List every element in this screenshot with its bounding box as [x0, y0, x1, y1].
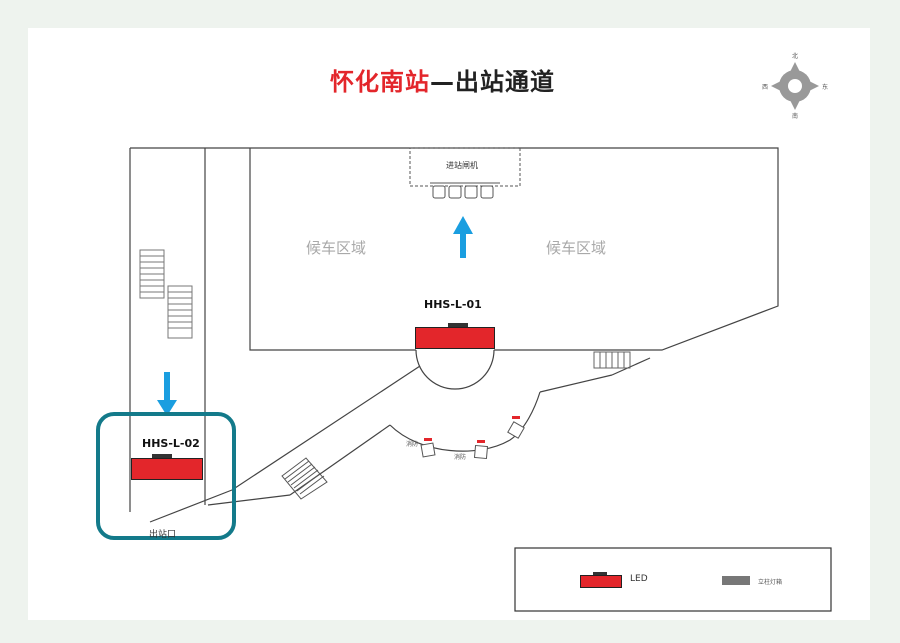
- led-02-screen: [131, 458, 203, 480]
- legend-other-label: 立柱灯箱: [758, 579, 783, 586]
- curved-corridor-top-2: [611, 357, 651, 376]
- passage-wall-mouth: [149, 489, 233, 523]
- blue-arrow-down: [157, 372, 177, 416]
- entry-gate-label: 进站闸机: [446, 161, 478, 170]
- zone-label-left: 候车区域: [306, 239, 367, 257]
- legend-other-swatch: [722, 576, 750, 585]
- compass-south-label: 南: [792, 113, 799, 120]
- curved-corridor-inner: [389, 391, 541, 452]
- led-02-cap: [152, 454, 172, 458]
- passage-wall-lower-2: [207, 494, 291, 506]
- compass-east-label: 东: [822, 84, 829, 91]
- fire-label-left: 消防: [406, 441, 419, 448]
- fire-label-right: 消防: [454, 454, 467, 461]
- led-01-code: HHS-L-01: [424, 298, 482, 311]
- page-title: 怀化南站—出站通道: [330, 62, 555, 97]
- title-highlight: 怀化南站: [330, 68, 430, 96]
- waiting-hall-outline: [250, 147, 779, 351]
- passage-wall-upper: [231, 365, 421, 491]
- legend-led-cap: [593, 572, 607, 575]
- highlight-box-led-02: [96, 412, 236, 540]
- waiting-hall-left-wall: [249, 148, 416, 351]
- led-01-screen: [415, 327, 495, 349]
- escalator-corridor-1: [139, 249, 165, 299]
- compass-north-label: 北: [792, 53, 799, 60]
- legend-led-label: LED: [630, 574, 648, 584]
- entry-gate-area: [409, 147, 521, 187]
- blue-arrow-up: [453, 216, 473, 258]
- compass-icon: [771, 62, 819, 110]
- led-01-cap: [448, 323, 468, 327]
- legend-box: [514, 547, 832, 612]
- zone-label-right: 候车区域: [546, 239, 607, 257]
- stair-right: [593, 351, 631, 369]
- title-rest: —出站通道: [430, 68, 555, 96]
- corridor-gate-markers: [424, 416, 520, 443]
- escalator-diagonal: [281, 457, 328, 500]
- led-02-code: HHS-L-02: [142, 437, 200, 450]
- escalator-corridor-2: [167, 285, 193, 339]
- corridor-gates: [420, 421, 525, 460]
- exit-label: 出站口: [149, 530, 177, 540]
- legend-led-swatch: [580, 575, 622, 588]
- turnstiles: [430, 182, 500, 199]
- curved-corridor-top: [539, 374, 613, 393]
- compass-west-label: 西: [762, 84, 769, 91]
